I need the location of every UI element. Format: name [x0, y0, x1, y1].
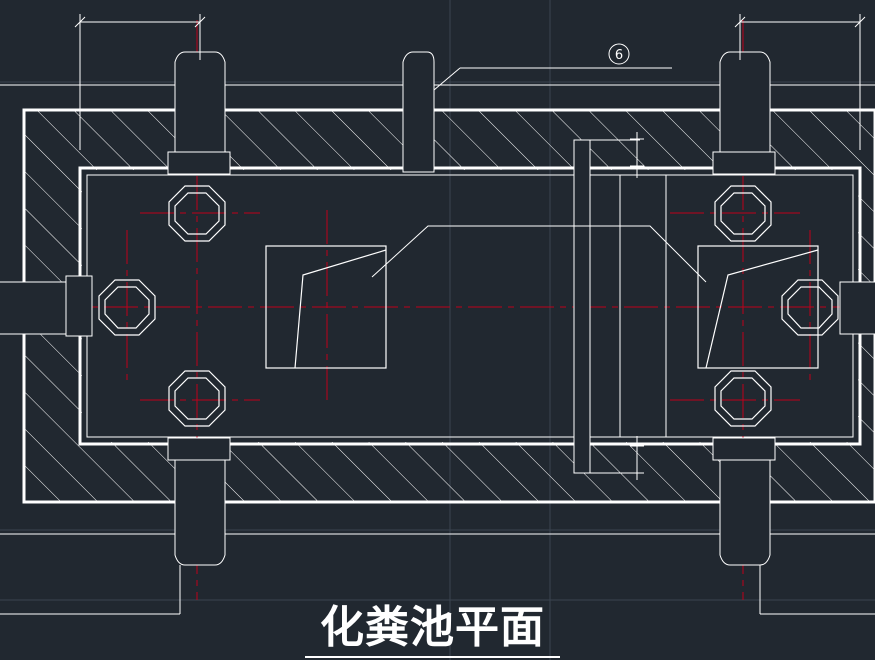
drawing-title: 化粪池平面	[320, 602, 545, 653]
internal-openings	[265, 245, 819, 369]
wall-hatching	[24, 110, 875, 502]
dimension-lines	[74, 14, 866, 150]
title-underline	[305, 656, 560, 658]
vertical-pipes	[0, 51, 875, 566]
callout-number: 6	[615, 48, 623, 63]
manholes	[98, 185, 839, 427]
inner-chamber-inner	[86, 174, 854, 438]
partition-wall	[371, 132, 707, 480]
callout-bubble: 6	[608, 43, 630, 65]
